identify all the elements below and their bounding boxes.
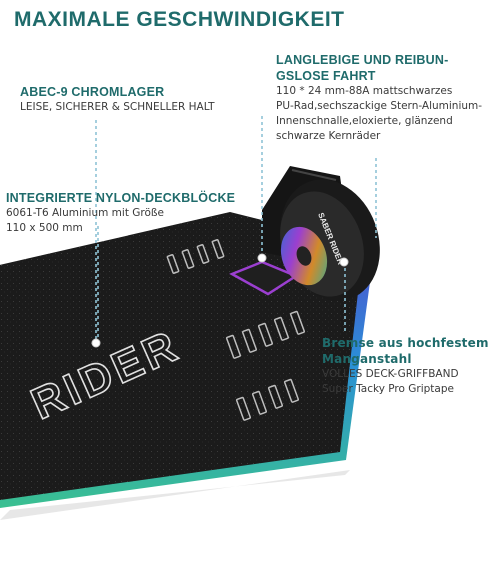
callout-dot-brake bbox=[339, 257, 349, 267]
brake-fender-highlight bbox=[291, 169, 337, 181]
feature-wheel-desc-1: 110 * 24 mm-88A mattschwarzes bbox=[276, 85, 453, 97]
feature-deck: INTEGRIERTE NYLON-DECKBLÖCKE 6061-T6 Alu… bbox=[6, 190, 236, 236]
deck-strips bbox=[166, 239, 305, 421]
feature-bearing-title: ABEC-9 CHROMLAGER bbox=[20, 85, 165, 99]
feature-brake-title-2: Manganstahl bbox=[322, 352, 412, 366]
feature-brake-desc-1: VOLLES DECK-GRIFFBAND bbox=[322, 368, 459, 380]
feature-bearing-desc: LEISE, SICHERER & SCHNELLER HALT bbox=[20, 101, 215, 113]
feature-wheel: LANGLEBIGE UND REIBUN- GSLOSE FAHRT 110 … bbox=[276, 52, 498, 144]
callout-dot-wheel bbox=[257, 253, 267, 263]
axle-bolt bbox=[296, 246, 312, 266]
feature-brake: Bremse aus hochfestem Manganstahl VOLLES… bbox=[322, 335, 498, 397]
feature-wheel-title-2: GSLOSE FAHRT bbox=[276, 69, 376, 83]
feature-deck-desc-1: 6061-T6 Aluminium mit Größe bbox=[6, 207, 164, 219]
page-title: MAXIMALE GESCHWINDIGKEIT bbox=[14, 8, 345, 31]
feature-wheel-desc-4: schwarze Kernräder bbox=[276, 130, 381, 142]
wheel: SABER RIDER bbox=[280, 179, 380, 301]
feature-wheel-desc-2: PU-Rad,sechszackige Stern-Aluminium- bbox=[276, 100, 483, 112]
feature-deck-desc-2: 110 x 500 mm bbox=[6, 222, 83, 234]
feature-wheel-desc-3: Innenschnalle,eloxierte, glänzend bbox=[276, 115, 453, 127]
feature-brake-title-1: Bremse aus hochfestem bbox=[322, 336, 489, 350]
callout-dot-bearing bbox=[91, 338, 101, 348]
feature-wheel-title-1: LANGLEBIGE UND REIBUN- bbox=[276, 53, 449, 67]
callout-lines bbox=[95, 116, 377, 342]
callout-dots bbox=[91, 253, 349, 348]
feature-deck-title: INTEGRIERTE NYLON-DECKBLÖCKE bbox=[6, 191, 236, 205]
feature-brake-desc-2: Super Tacky Pro Griptape bbox=[322, 383, 454, 395]
feature-bearing: ABEC-9 CHROMLAGER LEISE, SICHERER & SCHN… bbox=[20, 84, 250, 115]
deck-shadow bbox=[0, 470, 350, 520]
